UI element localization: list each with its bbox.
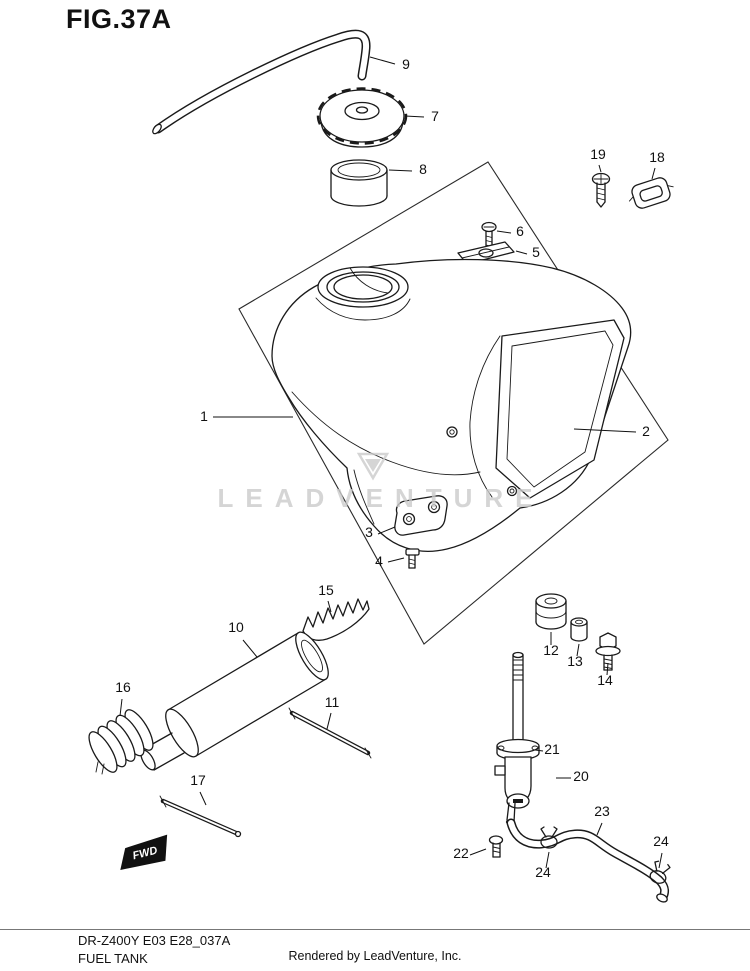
callout-22: 22	[453, 845, 487, 861]
fuel-cap-part	[316, 87, 408, 148]
callout-15: 15	[318, 582, 334, 613]
clamp-18-part	[628, 177, 674, 209]
callout-21: 21	[534, 741, 560, 757]
callout-1: 1	[200, 408, 293, 424]
callout-label: 5	[532, 244, 540, 260]
tube-10-part	[140, 631, 329, 771]
callout-label: 17	[190, 772, 206, 788]
callout-9: 9	[369, 56, 410, 72]
clamp-15-part	[302, 598, 370, 641]
bracket-3-part	[394, 495, 448, 536]
callout-label: 12	[543, 642, 559, 658]
rod-11-part	[288, 707, 372, 759]
callout-label: 21	[544, 741, 560, 757]
callout-24-left: 24	[535, 851, 551, 880]
bolt-14-part	[595, 632, 621, 671]
callout-label: 19	[590, 146, 606, 162]
figure-name: FUEL TANK	[78, 951, 148, 966]
callout-18: 18	[649, 149, 665, 180]
callout-12: 12	[543, 632, 559, 658]
callout-label: 11	[325, 694, 340, 710]
callout-19: 19	[590, 146, 606, 173]
callout-label: 3	[365, 524, 373, 540]
cap-gasket-part	[330, 159, 388, 207]
callout-8: 8	[388, 161, 427, 177]
petcock-assembly-part	[494, 651, 540, 825]
hose-clip-24-left-part	[540, 826, 558, 849]
rod-17-part	[159, 795, 242, 838]
callout-16: 16	[115, 679, 131, 717]
callout-label: 7	[431, 108, 439, 124]
callout-label: 24	[535, 864, 551, 880]
callout-label: 8	[419, 161, 427, 177]
callout-label: 14	[597, 672, 613, 688]
callout-10: 10	[228, 619, 258, 658]
callout-label: 20	[573, 768, 589, 784]
callout-2: 2	[573, 423, 650, 439]
spacer-13-part	[570, 617, 588, 642]
callout-17: 17	[190, 772, 207, 806]
callout-7: 7	[404, 108, 439, 124]
bolt-4-part	[405, 548, 420, 569]
breather-hose-part	[152, 29, 371, 135]
callout-5: 5	[515, 244, 540, 260]
callout-label: 9	[402, 56, 410, 72]
cushion-12-part	[535, 593, 567, 630]
callout-6: 6	[496, 223, 524, 239]
callout-3: 3	[365, 524, 396, 540]
watermark-text: LEADVENTURE	[217, 483, 544, 513]
callout-24-right: 24	[653, 833, 669, 869]
bolt-22-part	[488, 835, 504, 858]
model-code: DR-Z400Y E03 E28_037A	[78, 933, 231, 948]
callout-label: 15	[318, 582, 334, 598]
fwd-label: FWD	[131, 845, 158, 863]
callout-label: 22	[453, 845, 469, 861]
callout-label: 6	[516, 223, 524, 239]
shroud-panel-part	[495, 319, 625, 499]
watermark: LEADVENTURE	[217, 452, 544, 513]
callout-23: 23	[594, 803, 610, 836]
fuel-hose-23-part	[506, 818, 670, 903]
callout-label: 13	[567, 653, 583, 669]
fwd-flag: FWD	[120, 834, 168, 870]
callout-13: 13	[567, 643, 583, 669]
callout-11: 11	[325, 694, 340, 730]
callout-label: 1	[200, 408, 208, 424]
footer: DR-Z400Y E03 E28_037A FUEL TANK Rendered…	[0, 929, 750, 971]
render-credit: Rendered by LeadVenture, Inc.	[288, 949, 462, 963]
callout-label: 24	[653, 833, 669, 849]
callout-label: 2	[642, 423, 650, 439]
hose-clip-24-right-part	[649, 860, 671, 884]
figure-title: FIG.37A	[66, 4, 172, 34]
screw-19-part	[591, 172, 611, 208]
callout-label: 16	[115, 679, 131, 695]
callout-14: 14	[597, 662, 613, 688]
callout-4: 4	[375, 553, 405, 569]
callout-20: 20	[556, 768, 589, 784]
callout-label: 18	[649, 149, 665, 165]
callout-label: 4	[375, 553, 383, 569]
holder-16-part	[88, 709, 154, 775]
callout-label: 10	[228, 619, 244, 635]
callout-label: 23	[594, 803, 610, 819]
